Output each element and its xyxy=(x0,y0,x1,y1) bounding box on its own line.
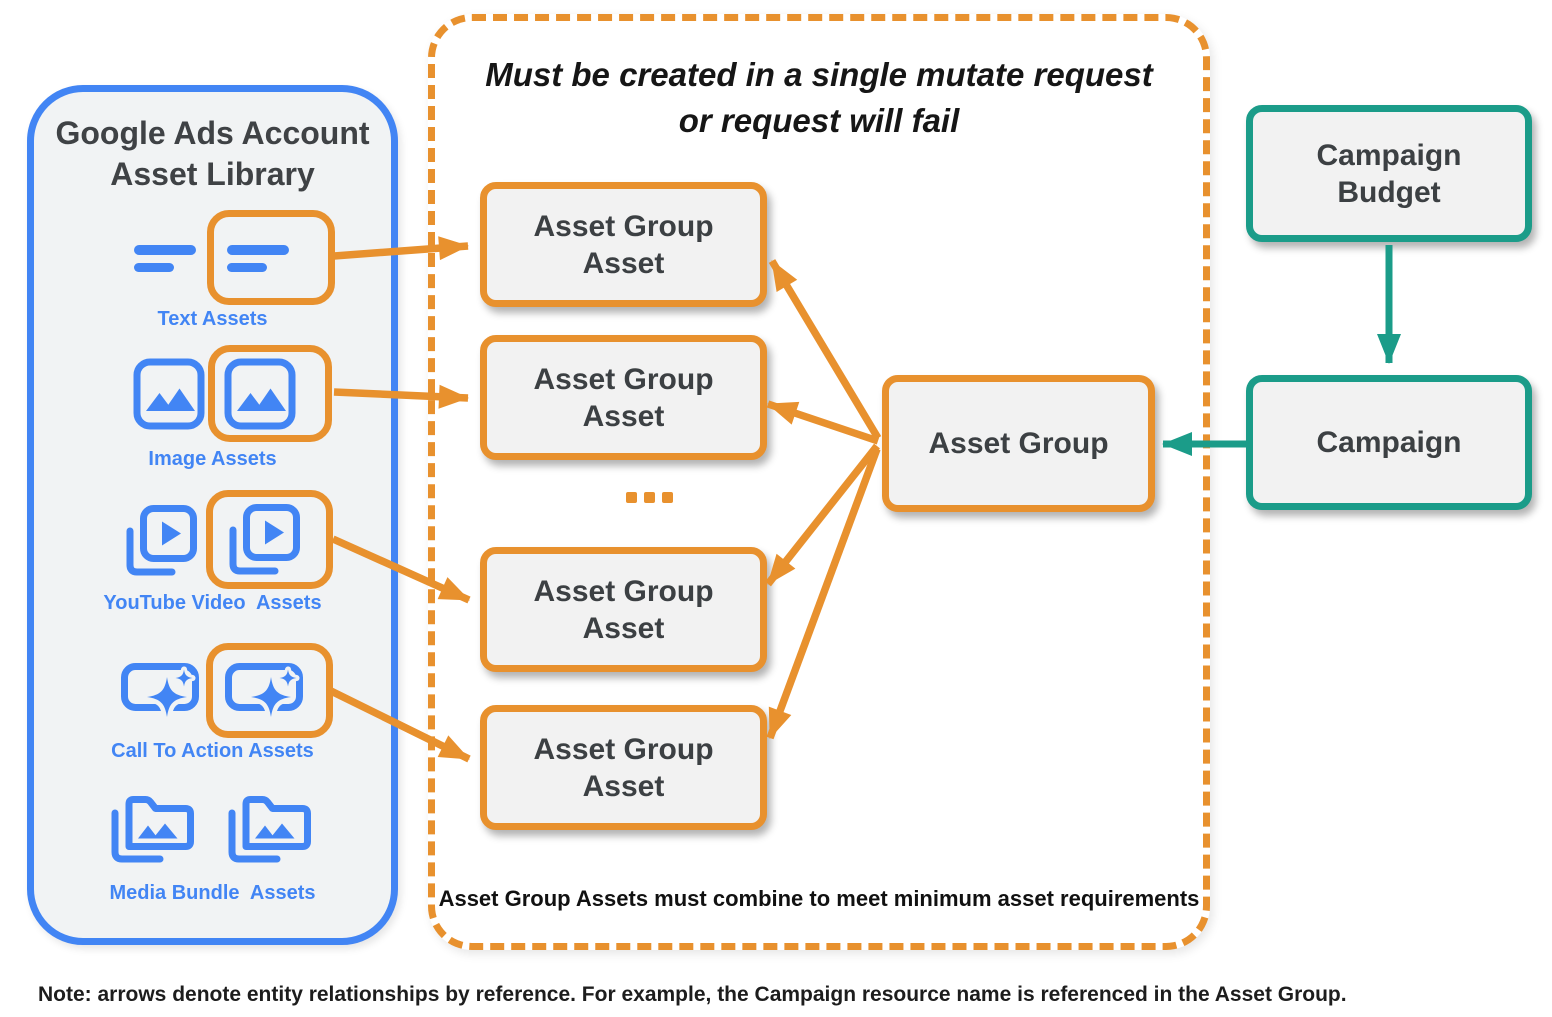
text-asset-icon xyxy=(227,245,289,272)
asset-group-asset-label: Asset Group Asset xyxy=(533,574,714,645)
asset-group-asset-label: Asset Group Asset xyxy=(533,732,714,803)
mutate-panel-title: Must be created in a single mutate reque… xyxy=(428,52,1210,144)
asset-group-asset-label: Asset Group Asset xyxy=(533,362,714,433)
youtube-video-assets-label: YouTube Video Assets xyxy=(103,592,322,614)
image-asset-highlight-box xyxy=(208,345,332,442)
ellipsis-icon xyxy=(626,492,673,503)
campaign-budget-node: Campaign Budget xyxy=(1246,105,1532,242)
call-to-action-assets-label: Call To Action Assets xyxy=(111,740,314,762)
asset-group-asset-box-2: Asset Group Asset xyxy=(480,335,767,460)
text-assets-label: Text Assets xyxy=(157,308,268,330)
mutate-title-line1: Must be created in a single mutate reque… xyxy=(485,56,1153,93)
text-asset-icon xyxy=(134,245,196,272)
call-to-action-asset-icon xyxy=(121,663,199,722)
call-to-action-asset-icon xyxy=(225,663,303,722)
campaign-label: Campaign xyxy=(1316,426,1462,459)
mutate-title-line2: or request will fail xyxy=(678,102,960,139)
youtube-video-asset-highlight-box xyxy=(206,490,333,589)
youtube-video-asset-icon xyxy=(126,505,197,576)
asset-group-node: Asset Group xyxy=(882,375,1155,512)
image-asset-icon xyxy=(224,358,296,430)
asset-group-asset-box-3: Asset Group Asset xyxy=(480,547,767,672)
image-asset-icon xyxy=(133,358,205,430)
asset-group-asset-box-4: Asset Group Asset xyxy=(480,705,767,830)
media-bundle-assets-label: Media Bundle Assets xyxy=(109,882,316,904)
campaign-node: Campaign xyxy=(1246,375,1532,510)
media-bundle-asset-icon xyxy=(111,796,194,863)
asset-group-label: Asset Group xyxy=(928,427,1109,460)
media-bundle-asset-icon xyxy=(228,796,311,863)
asset-group-asset-box-1: Asset Group Asset xyxy=(480,182,767,307)
asset-library-panel: Google Ads Account Asset Library Text As… xyxy=(27,85,398,945)
asset-group-asset-label: Asset Group Asset xyxy=(533,209,714,280)
note-text: Note: arrows denote entity relationships… xyxy=(38,983,1347,1006)
asset-library-title: Google Ads Account Asset Library xyxy=(55,115,370,192)
image-assets-label: Image Assets xyxy=(148,448,277,470)
mutate-panel-caption: Asset Group Assets must combine to meet … xyxy=(438,886,1200,911)
campaign-budget-label: Campaign Budget xyxy=(1316,138,1462,209)
youtube-video-asset-icon xyxy=(229,504,300,575)
text-asset-highlight-box xyxy=(207,210,335,305)
